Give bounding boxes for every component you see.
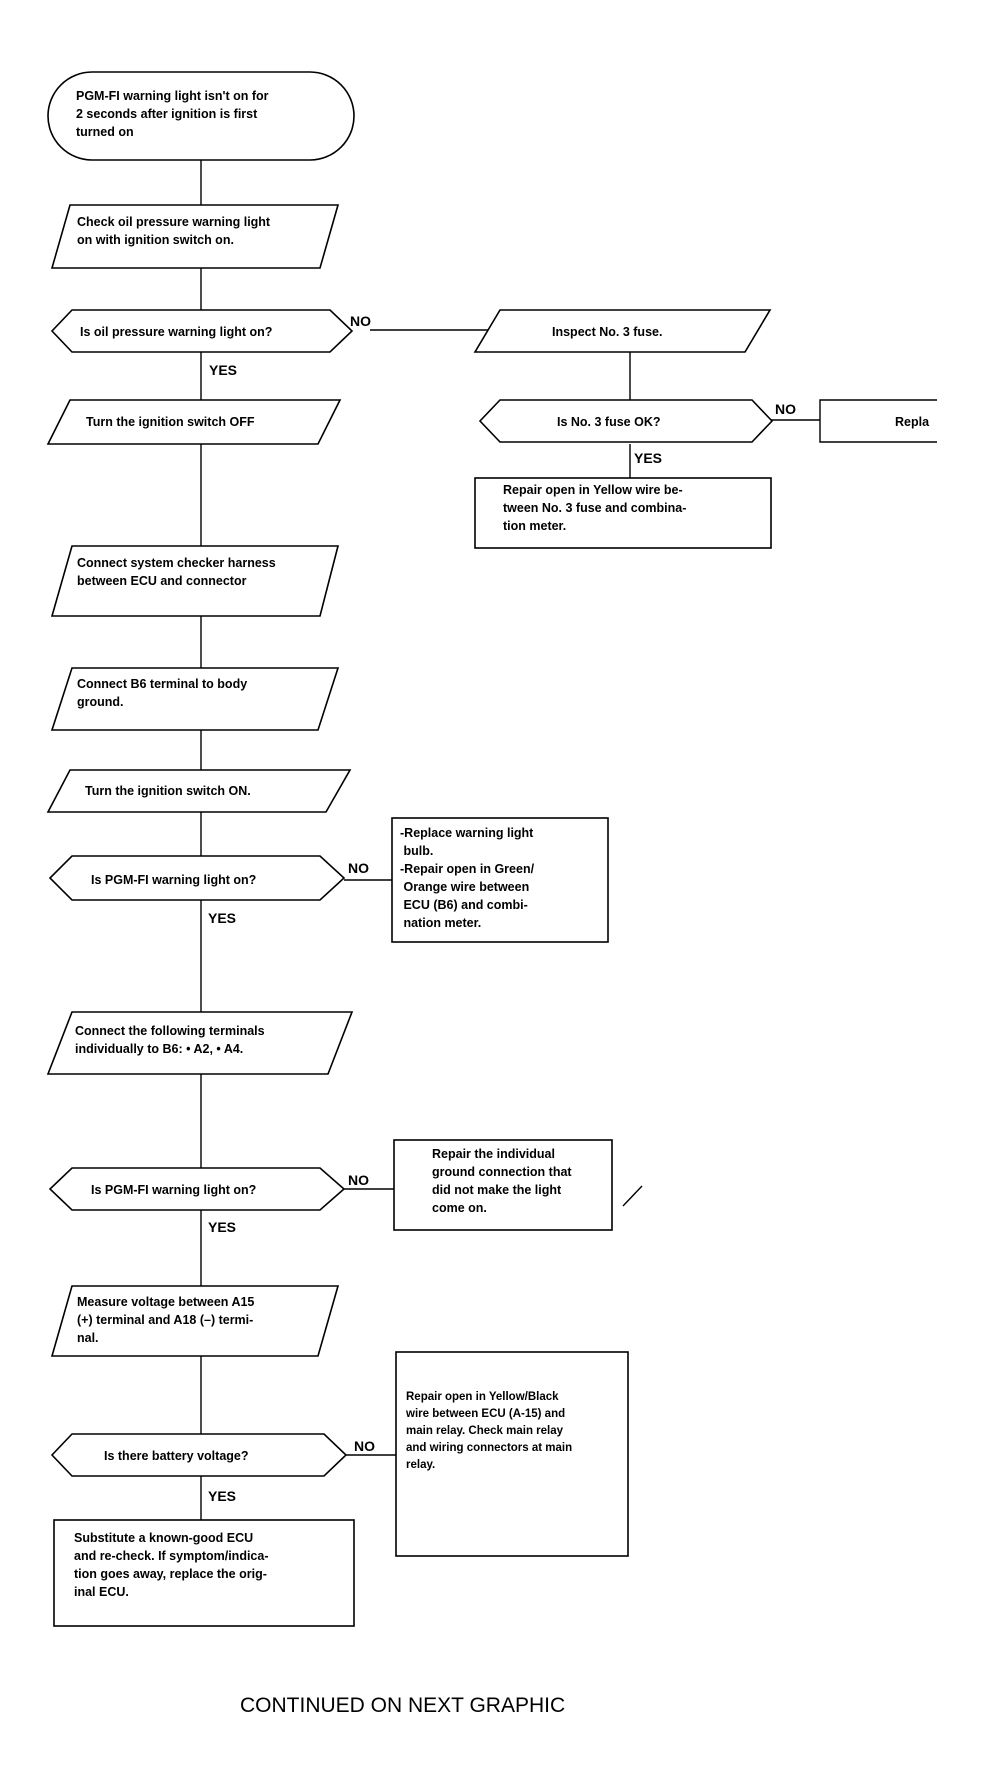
measure-voltage-text: Measure voltage between A15 (+) terminal … <box>77 1295 254 1345</box>
pgm-light-decision-1: Is PGM-FI warning light on? <box>48 855 346 901</box>
oil-pressure-decision: Is oil pressure warning light on? <box>50 309 354 353</box>
ignition-on-step: Turn the ignition switch ON. <box>46 769 352 813</box>
text-line: Turn the ignition switch OFF <box>86 415 255 429</box>
yes-label: YES <box>209 362 237 378</box>
text-line: ground. <box>77 695 124 709</box>
connect-harness-text: Connect system checker harness between EC… <box>77 556 276 588</box>
yes-label: YES <box>208 1488 236 1504</box>
text-line: inal ECU. <box>74 1585 129 1599</box>
text-line: individually to B6: • A2, • A4. <box>75 1042 243 1056</box>
text-line: 2 seconds after ignition is first <box>76 107 258 121</box>
text-line: bulb. <box>400 844 433 858</box>
battery-voltage-question: Is there battery voltage? <box>104 1449 249 1463</box>
replace-bulb-text: -Replace warning light bulb. -Repair open… <box>400 826 535 930</box>
oil-pressure-question: Is oil pressure warning light on? <box>80 325 272 339</box>
text-line: Connect B6 terminal to body <box>77 677 247 691</box>
connect-terminals-step: Connect the following terminals individua… <box>46 1011 354 1075</box>
no-label: NO <box>348 860 369 876</box>
replace-fuse-text: Repla <box>895 415 930 429</box>
text-line: nation meter. <box>400 916 481 930</box>
text-line: Is PGM-FI warning light on? <box>91 1183 256 1197</box>
text-line: Repla <box>895 415 930 429</box>
text-line: and re-check. If symptom/indica- <box>74 1549 269 1563</box>
no-label: NO <box>354 1438 375 1454</box>
no-label: NO <box>348 1172 369 1188</box>
replace-bulb-box: -Replace warning light bulb. -Repair open… <box>391 817 609 943</box>
inspect-fuse-step: Inspect No. 3 fuse. <box>473 309 772 353</box>
inspect-fuse-text: Inspect No. 3 fuse. <box>552 325 662 339</box>
text-line: tion meter. <box>503 519 566 533</box>
ignition-on-text: Turn the ignition switch ON. <box>85 784 251 798</box>
check-oil-step: Check oil pressure warning light on with … <box>50 204 340 269</box>
text-line: did not make the light <box>432 1183 562 1197</box>
start-text: PGM-FI warning light isn't on for 2 secon… <box>76 89 269 139</box>
text-line: Repair the individual <box>432 1147 555 1161</box>
text-line: come on. <box>432 1201 487 1215</box>
text-line: Is PGM-FI warning light on? <box>91 873 256 887</box>
repair-yellow-box: Repair open in Yellow wire be-tween No. … <box>474 477 772 549</box>
pgm-light-question-2: Is PGM-FI warning light on? <box>91 1183 256 1197</box>
text-line: PGM-FI warning light isn't on for <box>76 89 269 103</box>
ignition-off-text: Turn the ignition switch OFF <box>86 415 255 429</box>
text-line: between ECU and connector <box>77 574 247 588</box>
text-line: wire between ECU (A-15) and <box>405 1408 565 1420</box>
text-line: main relay. Check main relay <box>406 1425 564 1437</box>
repair-yellow-black-box: Repair open in Yellow/Black wire between … <box>395 1351 629 1557</box>
text-line: ECU (B6) and combi- <box>400 898 528 912</box>
fuse-ok-decision: Is No. 3 fuse OK? <box>478 399 774 443</box>
fuse-ok-question: Is No. 3 fuse OK? <box>557 415 661 429</box>
repair-ground-box: Repair the individual ground connection t… <box>393 1139 613 1231</box>
text-line: on with ignition switch on. <box>77 233 234 247</box>
text-line: relay. <box>406 1459 435 1471</box>
text-line: -Repair open in Green/ <box>400 862 535 876</box>
text-line: Repair open in Yellow/Black <box>406 1391 559 1403</box>
measure-voltage-step: Measure voltage between A15 (+) terminal … <box>50 1285 340 1357</box>
connect-b6-text: Connect B6 terminal to body ground. <box>77 677 247 709</box>
text-line: Inspect No. 3 fuse. <box>552 325 662 339</box>
ignition-off-step: Turn the ignition switch OFF <box>46 399 342 445</box>
replace-fuse-box: Repla <box>819 399 937 443</box>
start-terminator: PGM-FI warning light isn't on for 2 secon… <box>47 71 355 161</box>
text-line: Repair open in Yellow wire be- <box>503 483 683 497</box>
text-line: nal. <box>77 1331 99 1345</box>
text-line: Measure voltage between A15 <box>77 1295 254 1309</box>
text-line: Connect the following terminals <box>75 1024 265 1038</box>
substitute-ecu-box: Substitute a known-good ECU and re-check.… <box>53 1519 355 1627</box>
battery-voltage-decision: Is there battery voltage? <box>50 1433 348 1477</box>
pgm-light-decision-2: Is PGM-FI warning light on? <box>48 1167 346 1211</box>
repair-ground-text: Repair the individual ground connection t… <box>432 1147 572 1215</box>
no-label: NO <box>775 401 796 417</box>
text-line: Orange wire between <box>400 880 529 894</box>
yes-label: YES <box>208 1219 236 1235</box>
continued-footer: CONTINUED ON NEXT GRAPHIC <box>240 1694 565 1717</box>
text-line: Substitute a known-good ECU <box>74 1531 253 1545</box>
text-line: ground connection that <box>432 1165 572 1179</box>
repair-yellow-black-text: Repair open in Yellow/Black wire between … <box>405 1391 572 1471</box>
text-line: tion goes away, replace the orig- <box>74 1567 267 1581</box>
text-line: -Replace warning light <box>400 826 534 840</box>
yes-label: YES <box>208 910 236 926</box>
connectors <box>200 160 820 1520</box>
connect-b6-step: Connect B6 terminal to body ground. <box>50 667 340 731</box>
text-line: tween No. 3 fuse and combina- <box>503 501 686 515</box>
connect-terminals-text: Connect the following terminals individua… <box>75 1024 265 1056</box>
text-line: Check oil pressure warning light <box>77 215 271 229</box>
pgm-light-question-1: Is PGM-FI warning light on? <box>91 873 256 887</box>
text-line: Is No. 3 fuse OK? <box>557 415 661 429</box>
text-line: Is oil pressure warning light on? <box>80 325 272 339</box>
text-line: turned on <box>76 125 134 139</box>
text-line: (+) terminal and A18 (–) termi- <box>77 1313 253 1327</box>
repair-yellow-text: Repair open in Yellow wire be-tween No. … <box>503 483 686 533</box>
text-line: Is there battery voltage? <box>104 1449 249 1463</box>
substitute-ecu-text: Substitute a known-good ECU and re-check.… <box>74 1531 269 1599</box>
no-label: NO <box>350 313 371 329</box>
text-line: Turn the ignition switch ON. <box>85 784 251 798</box>
connect-harness-step: Connect system checker harness between EC… <box>50 545 340 617</box>
check-oil-text: Check oil pressure warning light on with … <box>77 215 271 247</box>
yes-label: YES <box>634 450 662 466</box>
text-line: Connect system checker harness <box>77 556 276 570</box>
stray-mark <box>622 1185 643 1207</box>
text-line: and wiring connectors at main <box>406 1442 572 1454</box>
